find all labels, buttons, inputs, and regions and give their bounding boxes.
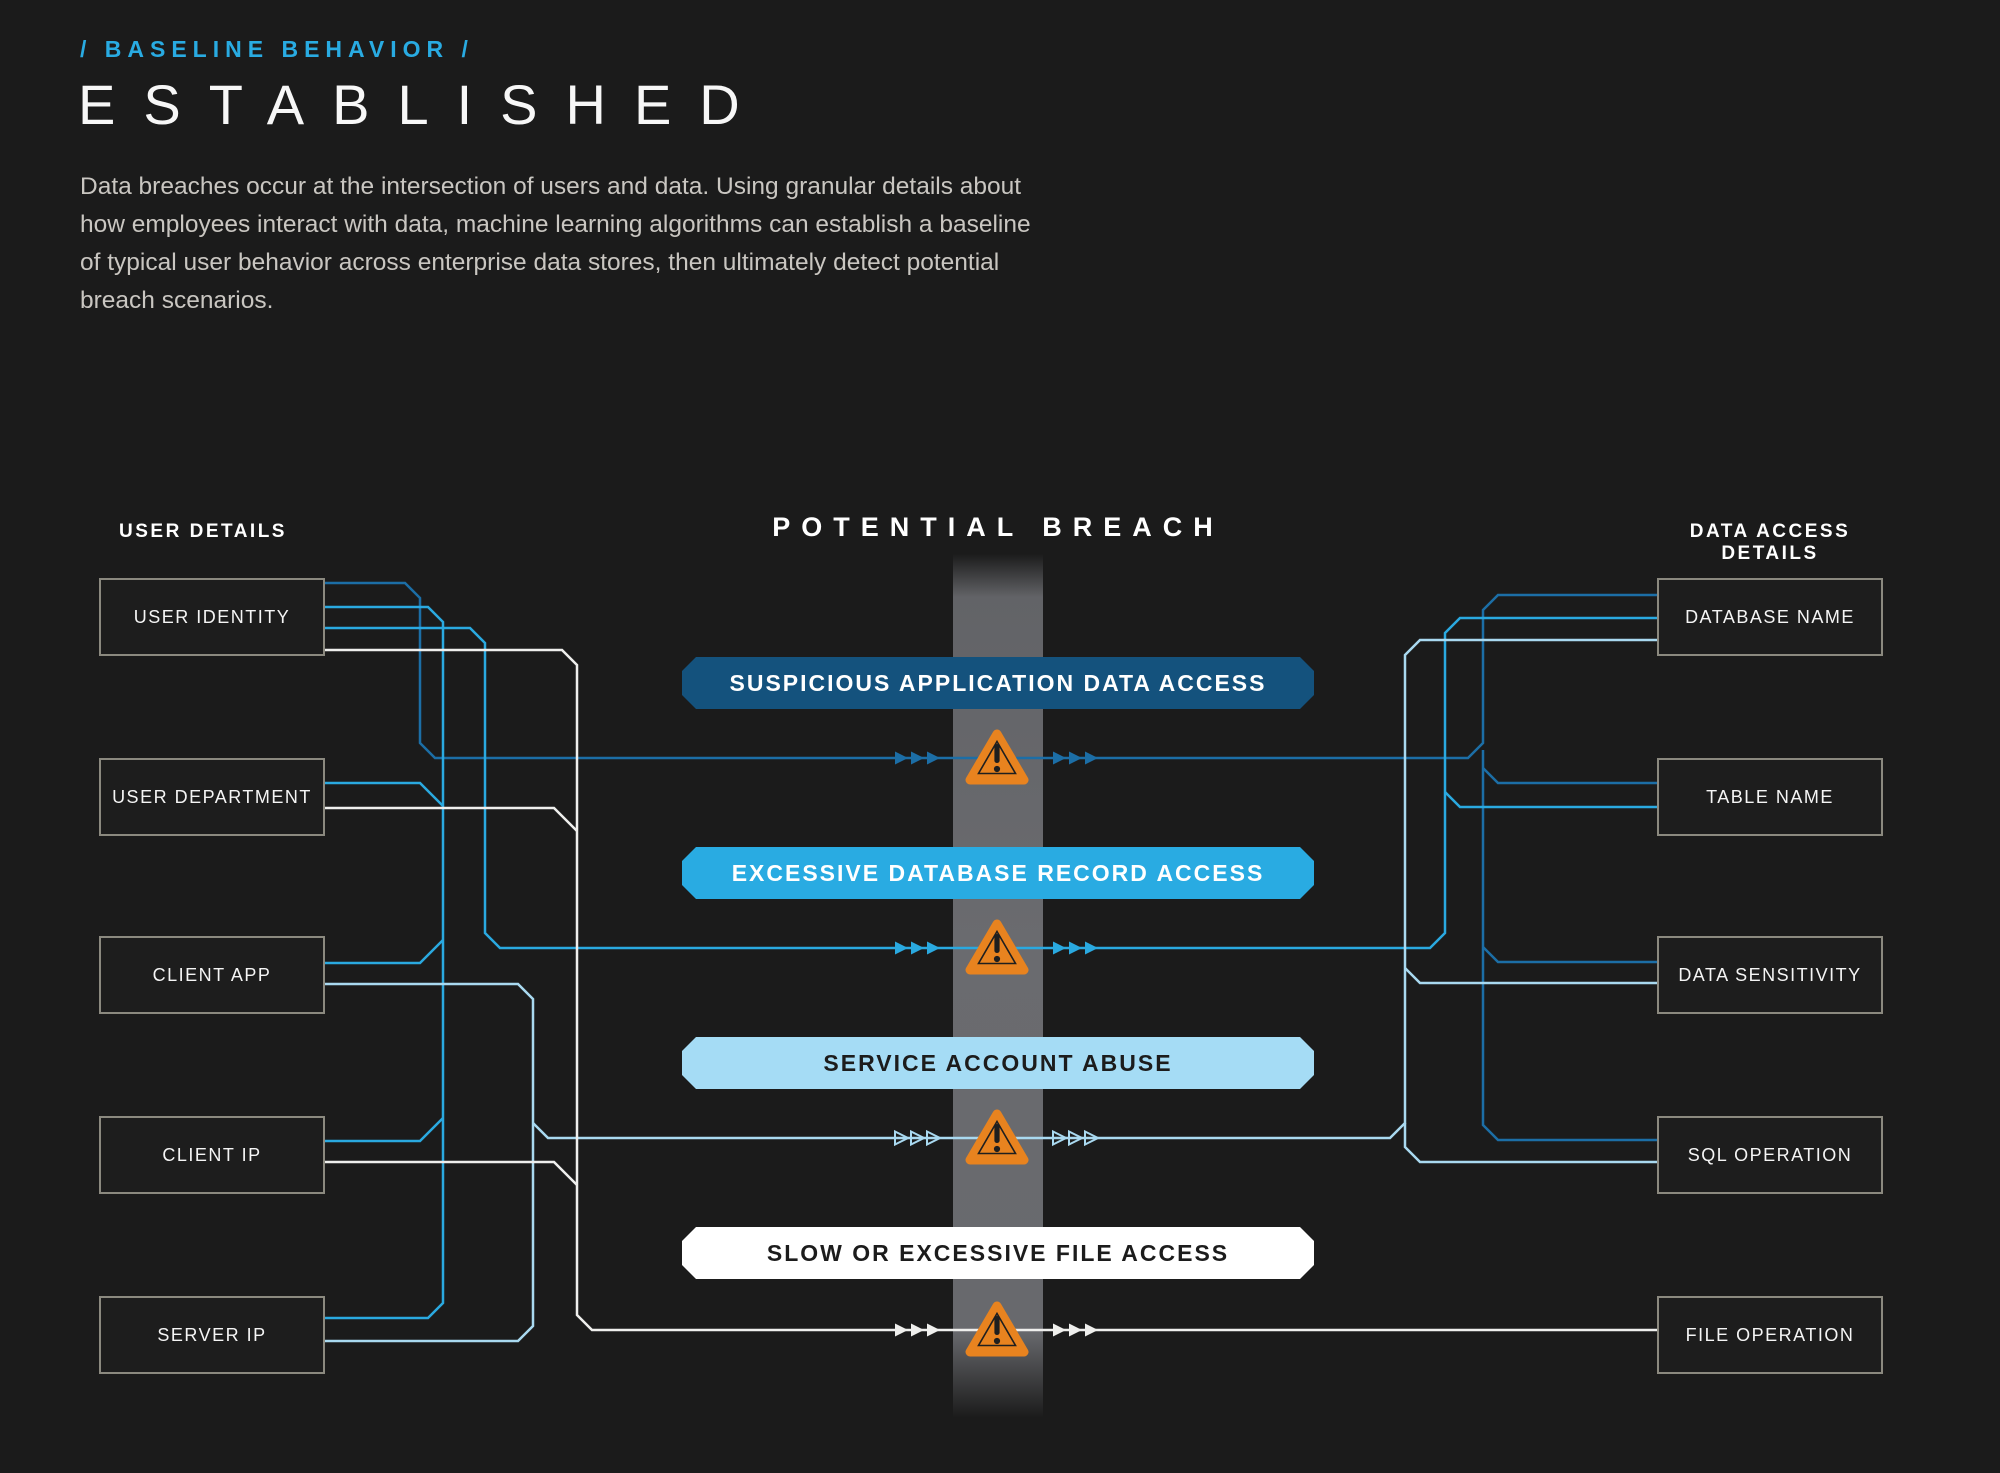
scenario-label: EXCESSIVE DATABASE RECORD ACCESS <box>731 859 1265 886</box>
flow-arrowheads-icon <box>1053 751 1066 765</box>
flow-arrowheads-icon <box>911 941 924 955</box>
flow-arrowheads-icon <box>1053 941 1066 955</box>
flow-arrowheads-icon <box>911 1323 924 1337</box>
column-header-user-details: USER DETAILS <box>119 521 287 542</box>
flow-arrowheads-icon <box>911 751 924 765</box>
box-label: USER IDENTITY <box>133 606 291 627</box>
flow-arrowheads-icon <box>895 751 908 765</box>
data-access-box-database-name: DATABASE NAME <box>1657 578 1883 656</box>
box-label: FILE OPERATION <box>1685 1324 1855 1345</box>
flow-arrowheads-icon <box>1053 1323 1066 1337</box>
flow-arrowheads-icon <box>895 941 908 955</box>
trace-medium <box>325 616 1657 950</box>
user-detail-box-client-app: CLIENT APP <box>99 936 325 1014</box>
trace-dark-group <box>325 581 1657 1142</box>
flow-arrowheads-icon <box>1085 941 1098 955</box>
flow-arrowheads-icon <box>1068 1129 1085 1147</box>
flow-arrowheads-icon <box>927 1323 940 1337</box>
data-access-box-sql-operation: SQL OPERATION <box>1657 1116 1883 1194</box>
trace-dark <box>1481 750 1657 1142</box>
warning-triangle-icon <box>965 729 1029 785</box>
data-access-box-table-name: TABLE NAME <box>1657 758 1883 836</box>
warning-triangle-icon <box>965 1301 1029 1357</box>
box-label: SERVER IP <box>157 1324 267 1345</box>
data-access-box-data-sensitivity: DATA SENSITIVITY <box>1657 936 1883 1014</box>
flow-arrowheads-icon <box>895 1323 908 1337</box>
user-detail-box-client-ip: CLIENT IP <box>99 1116 325 1194</box>
trace-white <box>325 1160 578 1186</box>
warning-triangle-icon <box>965 919 1029 975</box>
column-header-data-access-details: DATA ACCESS DETAILS <box>1689 521 1851 564</box>
flow-arrowheads-icon <box>1085 1323 1098 1337</box>
box-label: TABLE NAME <box>1706 786 1834 807</box>
user-detail-box-server-ip: SERVER IP <box>99 1296 325 1374</box>
scenario-box-suspicious-application-data-access: SUSPICIOUS APPLICATION DATA ACCESS <box>682 657 1314 709</box>
trace-white-group <box>325 648 1657 1332</box>
flow-decorations <box>894 729 1101 1357</box>
box-label: SQL OPERATION <box>1687 1144 1853 1165</box>
flow-arrowheads-icon <box>926 1129 943 1147</box>
scenario-box-slow-or-excessive-file-access: SLOW OR EXCESSIVE FILE ACCESS <box>682 1227 1314 1279</box>
trace-medium <box>325 781 444 807</box>
trace-light <box>1403 1123 1657 1164</box>
trace-dark <box>1482 767 1657 785</box>
page-title: ESTABLISHED <box>78 73 768 136</box>
box-label: DATABASE NAME <box>1685 606 1855 627</box>
box-label: CLIENT IP <box>162 1144 262 1165</box>
flow-arrowheads-icon <box>1069 751 1082 765</box>
user-detail-box-user-identity: USER IDENTITY <box>99 578 325 656</box>
trace-light <box>1404 967 1657 985</box>
data-access-box-file-operation: FILE OPERATION <box>1657 1296 1883 1374</box>
flow-arrowheads-icon <box>1069 1323 1082 1337</box>
intro-paragraph: Data breaches occur at the intersection … <box>80 173 1031 314</box>
box-label: CLIENT APP <box>152 964 272 985</box>
flow-arrowheads-icon <box>1069 941 1082 955</box>
trace-dark <box>325 581 1657 760</box>
scenario-box-excessive-database-record-access: EXCESSIVE DATABASE RECORD ACCESS <box>682 847 1314 899</box>
warning-triangle-icon <box>965 1109 1029 1165</box>
flow-arrowheads-icon <box>910 1129 927 1147</box>
scenario-box-service-account-abuse: SERVICE ACCOUNT ABUSE <box>682 1037 1314 1089</box>
box-label: USER DEPARTMENT <box>112 786 312 807</box>
trace-dark <box>1482 946 1657 964</box>
trace-medium <box>325 939 444 965</box>
section-tagline: / BASELINE BEHAVIOR / <box>80 36 474 62</box>
flow-arrowheads-icon <box>927 941 940 955</box>
flow-arrowheads-icon <box>927 751 940 765</box>
flow-arrowheads-icon <box>894 1129 911 1147</box>
user-detail-box-user-department: USER DEPARTMENT <box>99 758 325 836</box>
box-label: DATA SENSITIVITY <box>1678 964 1862 985</box>
scenario-label: SUSPICIOUS APPLICATION DATA ACCESS <box>729 669 1267 696</box>
trace-medium <box>325 1117 444 1143</box>
flow-arrowheads-icon <box>1085 751 1098 765</box>
trace-medium <box>1444 791 1657 809</box>
flow-arrowheads-icon <box>1084 1129 1101 1147</box>
trace-white <box>325 648 1657 1332</box>
trace-white <box>325 806 578 832</box>
trace-medium <box>325 605 445 1320</box>
trace-medium-group <box>325 605 1657 1320</box>
column-header-potential-breach: POTENTIAL BREACH <box>772 512 1224 542</box>
scenario-label: SLOW OR EXCESSIVE FILE ACCESS <box>766 1239 1230 1266</box>
scenario-label: SERVICE ACCOUNT ABUSE <box>823 1049 1173 1076</box>
flow-arrowheads-icon <box>1052 1129 1069 1147</box>
